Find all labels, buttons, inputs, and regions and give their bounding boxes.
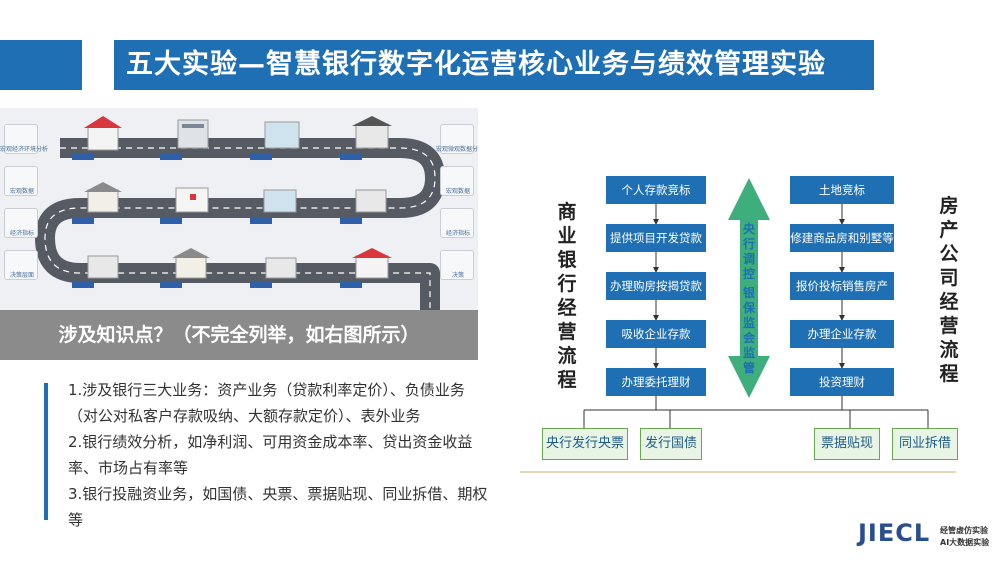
investment-item-box: 票据贴现 (814, 428, 880, 460)
knowledge-item: 3.银行投融资业务，如国债、央票、票据贴现、同业拆借、期权等 (68, 485, 488, 529)
knowledge-item: 2.银行绩效分析，如净利润、可用资金成本率、贷出资金收益率、市场占有率等 (68, 433, 473, 477)
transfer-icon (440, 250, 474, 280)
document-icon (440, 208, 474, 238)
building (264, 121, 300, 149)
knowledge-list: 1.涉及银行三大业务：资产业务（贷款利率定价）、负债业务（对公对私客户存款吸纳、… (68, 377, 488, 533)
bar-chart-icon (440, 124, 474, 154)
regulator-label: 银保监会监管 (742, 286, 755, 375)
page-title: 五大实验—智慧银行数字化运营核心业务与绩效管理实验 (114, 40, 874, 90)
title-accent-bar (0, 40, 82, 90)
side-label-left: 经济指标 (9, 230, 34, 237)
side-label-right: 经济指标 (445, 230, 470, 237)
realestate-step-box: 修建商品房和别墅等 (790, 224, 894, 252)
building (263, 189, 297, 213)
bank-step-box: 办理委托理财 (606, 368, 706, 396)
building (175, 187, 209, 213)
building (87, 255, 119, 279)
side-label-right: 宏观微观数据分析 (436, 146, 478, 153)
business-flow-diagram: 商业银行经营流程 房产公司经营流程 央行调控 银保监会监管 个人存款竞标 提供项… (520, 160, 960, 480)
building (352, 116, 392, 149)
realestate-step-box: 土地竞标 (790, 176, 894, 204)
building (355, 189, 387, 213)
bank-step-box: 提供项目开发贷款 (606, 224, 706, 252)
building (352, 248, 392, 279)
flow-connectors (520, 178, 956, 473)
macro-data-icon (4, 166, 38, 196)
city-illustration: 宏观经济环境分析 宏观数据 经济指标 决策层面 宏观微观数据分析 宏观数据 经济… (0, 108, 478, 310)
knowledge-item: 1.涉及银行三大业务：资产业务（贷款利率定价）、负债业务（对公对私客户存款吸纳、… (68, 381, 465, 425)
bank-step-box: 吸收企业存款 (606, 320, 706, 348)
bullet-accent-rule (44, 383, 48, 520)
bank-step-box: 办理购房按揭贷款 (606, 272, 706, 300)
city-road-graphic (35, 116, 445, 310)
macro-environment-icon (4, 124, 38, 154)
building (84, 182, 122, 213)
regulation-double-arrow (728, 178, 770, 398)
central-bank-label: 央行调控 (742, 222, 755, 281)
side-label-right: 宏观数据 (445, 188, 470, 195)
line-chart-icon (440, 166, 474, 196)
building (84, 116, 122, 151)
bank-step-box: 个人存款竞标 (606, 176, 706, 204)
investment-item-box: 同业拆借 (892, 428, 958, 460)
building (172, 248, 210, 279)
realestate-step-box: 办理企业存款 (790, 320, 894, 348)
jiecl-logo: JIECL (858, 519, 931, 547)
investment-item-box: 发行国债 (640, 428, 702, 460)
realestate-step-box: 投资理财 (790, 368, 894, 396)
investment-item-box: 央行发行央票 (542, 428, 628, 460)
building (265, 257, 297, 279)
realestate-process-title: 房产公司经营流程 (939, 195, 959, 385)
logo-subtitle-1: 经管虚仿实验 (940, 526, 988, 535)
realestate-step-box: 报价投标销售房产 (790, 272, 894, 300)
bank-process-title: 商业银行经营流程 (557, 201, 577, 391)
side-label-right: 决策 (451, 272, 464, 279)
economic-indicator-icon (4, 208, 38, 238)
building (177, 119, 209, 149)
logo-subtitle-2: AI大数据实验 (940, 538, 990, 547)
side-label-left: 决策层面 (9, 272, 34, 279)
knowledge-heading: 涉及知识点？（不完全列举，如右图所示） (0, 310, 478, 360)
side-label-left: 宏观数据 (9, 188, 34, 195)
decision-icon (4, 250, 38, 280)
side-label-left: 宏观经济环境分析 (0, 146, 49, 153)
